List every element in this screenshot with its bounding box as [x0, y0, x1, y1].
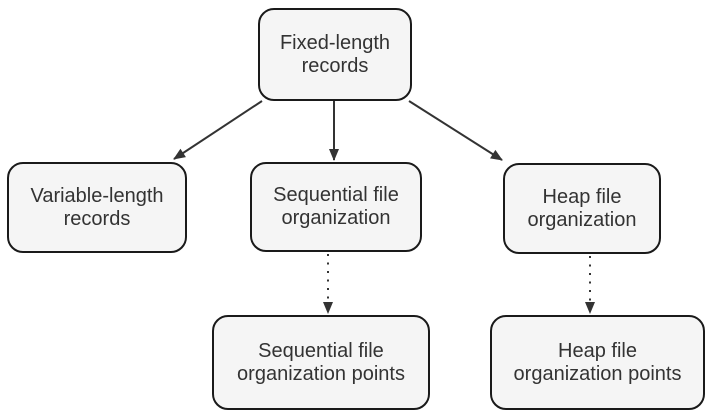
node-heap-file-organization-points: Heap file organization points [490, 315, 705, 410]
edge-fixed-to-heap [408, 100, 503, 161]
node-sequential-file-organization: Sequential file organization [250, 162, 422, 252]
node-variable-length-records: Variable-length records [7, 162, 187, 253]
node-sequential-file-organization-points: Sequential file organization points [212, 315, 430, 410]
node-fixed-length-records: Fixed-length records [258, 8, 412, 101]
edge-fixed-to-variable [173, 100, 263, 160]
node-heap-file-organization: Heap file organization [503, 163, 661, 254]
